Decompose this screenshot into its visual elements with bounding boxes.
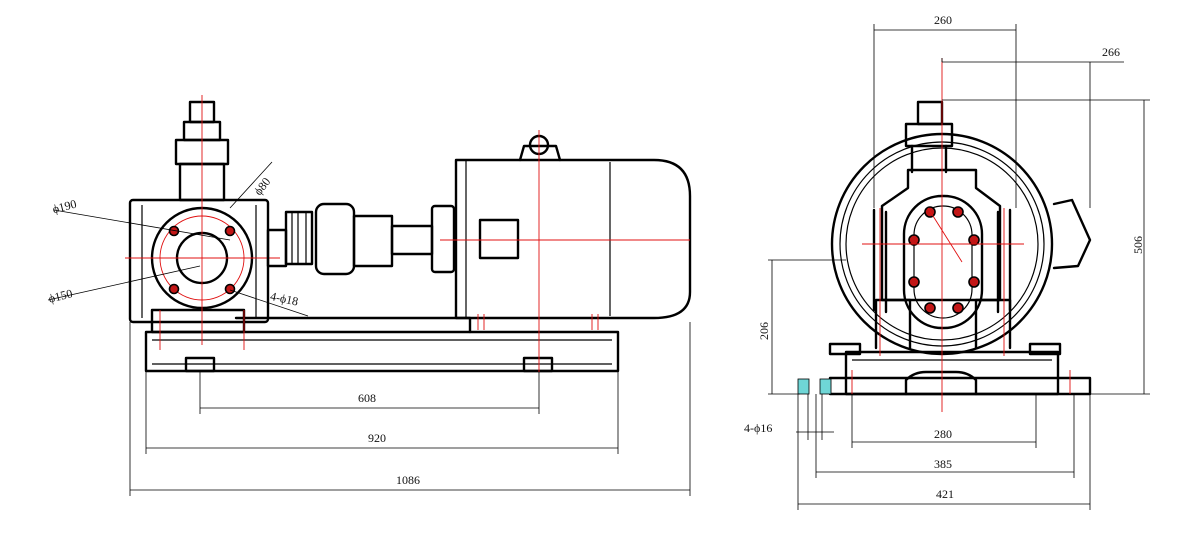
dim-266: 266 (1102, 45, 1120, 59)
dim-d80: ϕ80 (251, 175, 273, 198)
pump-body (125, 95, 280, 350)
section-hatch (819, 378, 832, 395)
dim-d190: ϕ190 (51, 197, 78, 216)
cover-bolt (968, 276, 980, 288)
dim-385: 385 (934, 457, 952, 471)
cover-bolt (908, 234, 920, 246)
side-pump (830, 58, 1092, 412)
dim-920: 920 (368, 431, 386, 445)
cover-bolt (952, 206, 964, 218)
dim-260: 260 (934, 13, 952, 27)
dim-608: 608 (358, 391, 376, 405)
dim-506: 506 (1131, 236, 1145, 254)
cover-bolt (908, 276, 920, 288)
front-dimensions: ϕ190 ϕ150 ϕ80 4-ϕ18 608 920 1086 (47, 161, 691, 496)
dim-d150: ϕ150 (47, 286, 74, 305)
flange-bolt (224, 225, 236, 237)
flange-bolt (224, 283, 236, 295)
dim-holes-18: 4-ϕ18 (269, 289, 300, 309)
side-view: 260 266 506 206 4-ϕ16 280 385 421 (744, 13, 1150, 510)
pump-cover (902, 194, 984, 330)
dim-1086: 1086 (396, 473, 420, 487)
side-dimensions: 260 266 506 206 4-ϕ16 280 385 421 (744, 13, 1150, 510)
dim-206: 206 (757, 322, 771, 340)
cover-bolt (968, 234, 980, 246)
side-base (797, 342, 1092, 396)
section-hatch (797, 378, 810, 395)
coupling (266, 202, 456, 276)
cover-bolt (924, 302, 936, 314)
cover-bolt (952, 302, 964, 314)
terminal-box (478, 218, 520, 260)
motor (440, 130, 692, 372)
dim-holes-16: 4-ϕ16 (744, 421, 772, 435)
flange-bolt (168, 283, 180, 295)
front-view: ϕ190 ϕ150 ϕ80 4-ϕ18 608 920 1086 (47, 95, 692, 496)
dim-421: 421 (936, 487, 954, 501)
dim-280: 280 (934, 427, 952, 441)
base-frame (144, 316, 620, 373)
